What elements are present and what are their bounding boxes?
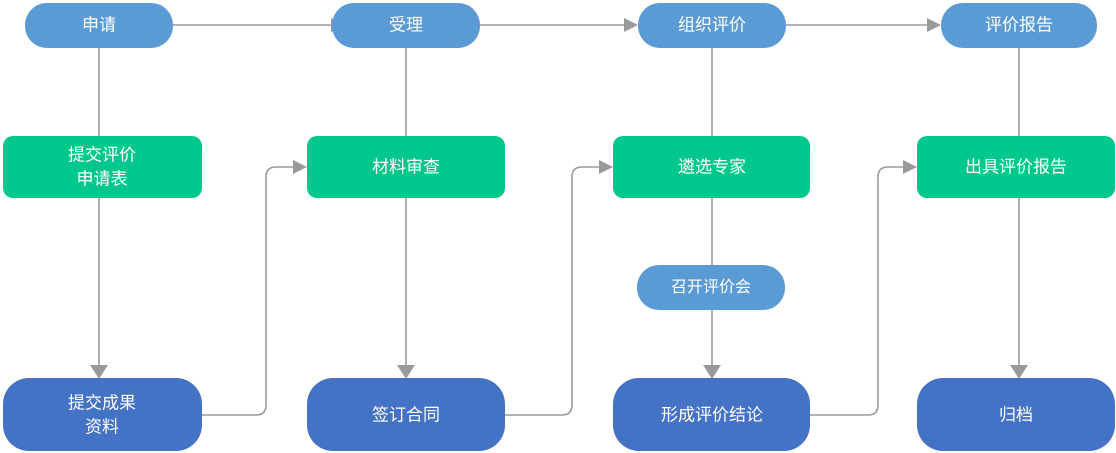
edge-meeting-to-conclusion	[703, 310, 721, 379]
node-form-evaluation-conclusion[interactable]: 形成评价结论	[613, 378, 810, 451]
node-issue-evaluation-report[interactable]: 出具评价报告	[917, 136, 1115, 198]
node-evaluation-report[interactable]: 评价报告	[941, 3, 1097, 48]
edge-organize-to-report	[786, 18, 941, 32]
edge-submit-form-to-submit-materials	[90, 198, 108, 379]
node-material-review[interactable]: 材料审查	[307, 136, 505, 198]
node-submit-application-form[interactable]: 提交评价 申请表	[3, 136, 202, 198]
edge-material-review-to-sign-contract	[397, 198, 415, 379]
node-submit-achievement-materials[interactable]: 提交成果 资料	[3, 378, 202, 451]
connector-layer	[90, 18, 1028, 416]
edge-issue-report-to-archive	[1010, 198, 1028, 379]
node-apply[interactable]: 申请	[25, 3, 173, 48]
node-archive[interactable]: 归档	[917, 378, 1115, 451]
edge-apply-to-accept	[173, 18, 345, 32]
node-accept[interactable]: 受理	[332, 3, 480, 48]
node-organize-evaluation[interactable]: 组织评价	[638, 3, 786, 48]
edge-conclusion-to-issue-report	[810, 160, 917, 416]
node-hold-evaluation-meeting[interactable]: 召开评价会	[637, 265, 785, 310]
edge-sign-contract-to-select-experts	[505, 160, 613, 416]
node-sign-contract[interactable]: 签订合同	[307, 378, 505, 451]
edge-submit-materials-to-material-review	[202, 160, 307, 416]
node-select-experts[interactable]: 遴选专家	[613, 136, 810, 198]
edge-accept-to-organize	[480, 18, 638, 32]
